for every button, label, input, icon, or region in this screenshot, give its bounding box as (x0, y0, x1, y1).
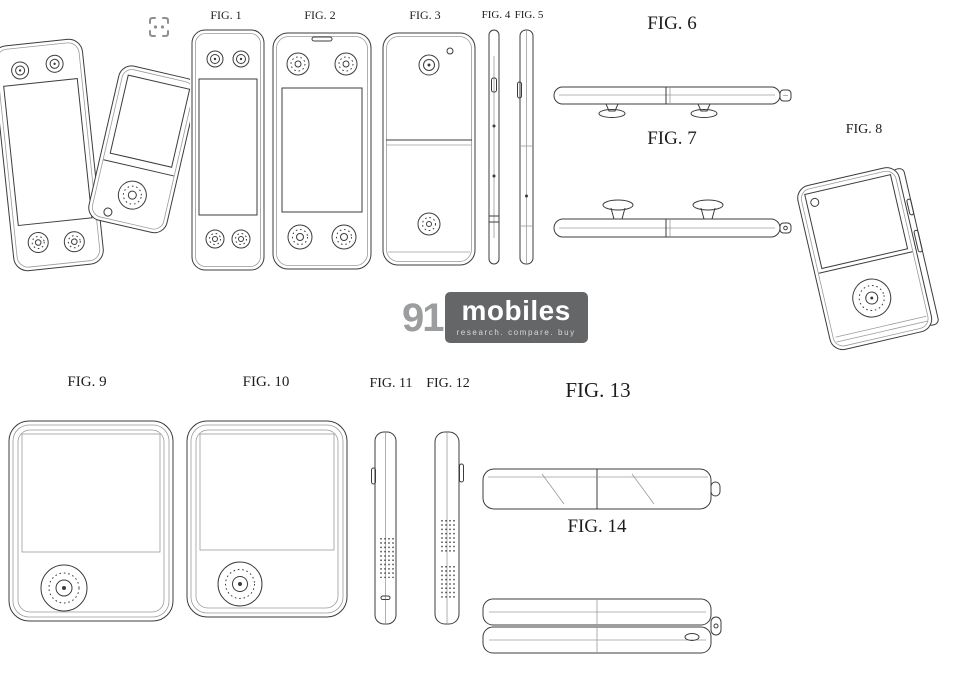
device-folded-view (88, 65, 190, 234)
fig12-drawing (434, 431, 464, 625)
fig10-label: FIG. 10 (242, 374, 290, 390)
device-pair-drawing (0, 38, 190, 272)
fig9-label: FIG. 9 (67, 374, 107, 390)
watermark-name: mobiles (461, 295, 571, 326)
fig2-label: FIG. 2 (304, 8, 336, 22)
fig8-drawing (797, 167, 939, 351)
watermark-prefix: 91 (402, 295, 444, 340)
screenshot-region-icon[interactable] (146, 14, 172, 40)
fig3-label: FIG. 3 (409, 8, 441, 22)
device-front-view (0, 38, 104, 272)
fig13-drawing (482, 468, 721, 510)
watermark: 91 mobiles research. compare. buy (402, 292, 588, 343)
speaker-grille (441, 520, 455, 600)
watermark-tagline: research. compare. buy (456, 328, 576, 337)
fig11-drawing (371, 431, 397, 625)
fig14-label: FIG. 14 (567, 516, 627, 537)
fig5-label: FIG. 5 (514, 9, 544, 21)
fig12-label: FIG. 12 (426, 376, 470, 391)
fig2-drawing (272, 32, 372, 270)
fig9-drawing (8, 420, 174, 622)
fig14-drawing (482, 598, 722, 654)
fig5-drawing (517, 29, 534, 265)
fig4-drawing (488, 29, 500, 265)
fig6-drawing (553, 86, 792, 118)
fig10-drawing (186, 420, 348, 618)
fig6-label: FIG. 6 (647, 13, 697, 34)
fig8-label: FIG. 8 (845, 122, 883, 137)
fig7-drawing (553, 199, 792, 238)
fig13-label: FIG. 13 (565, 378, 631, 402)
fig1-drawing (191, 29, 265, 271)
fig7-label: FIG. 7 (647, 128, 697, 149)
fig1-label: FIG. 1 (210, 8, 242, 22)
fig4-label: FIG. 4 (481, 9, 511, 21)
fig11-label: FIG. 11 (369, 376, 413, 391)
watermark-badge: mobiles research. compare. buy (444, 292, 588, 343)
fig3-drawing (382, 32, 476, 266)
